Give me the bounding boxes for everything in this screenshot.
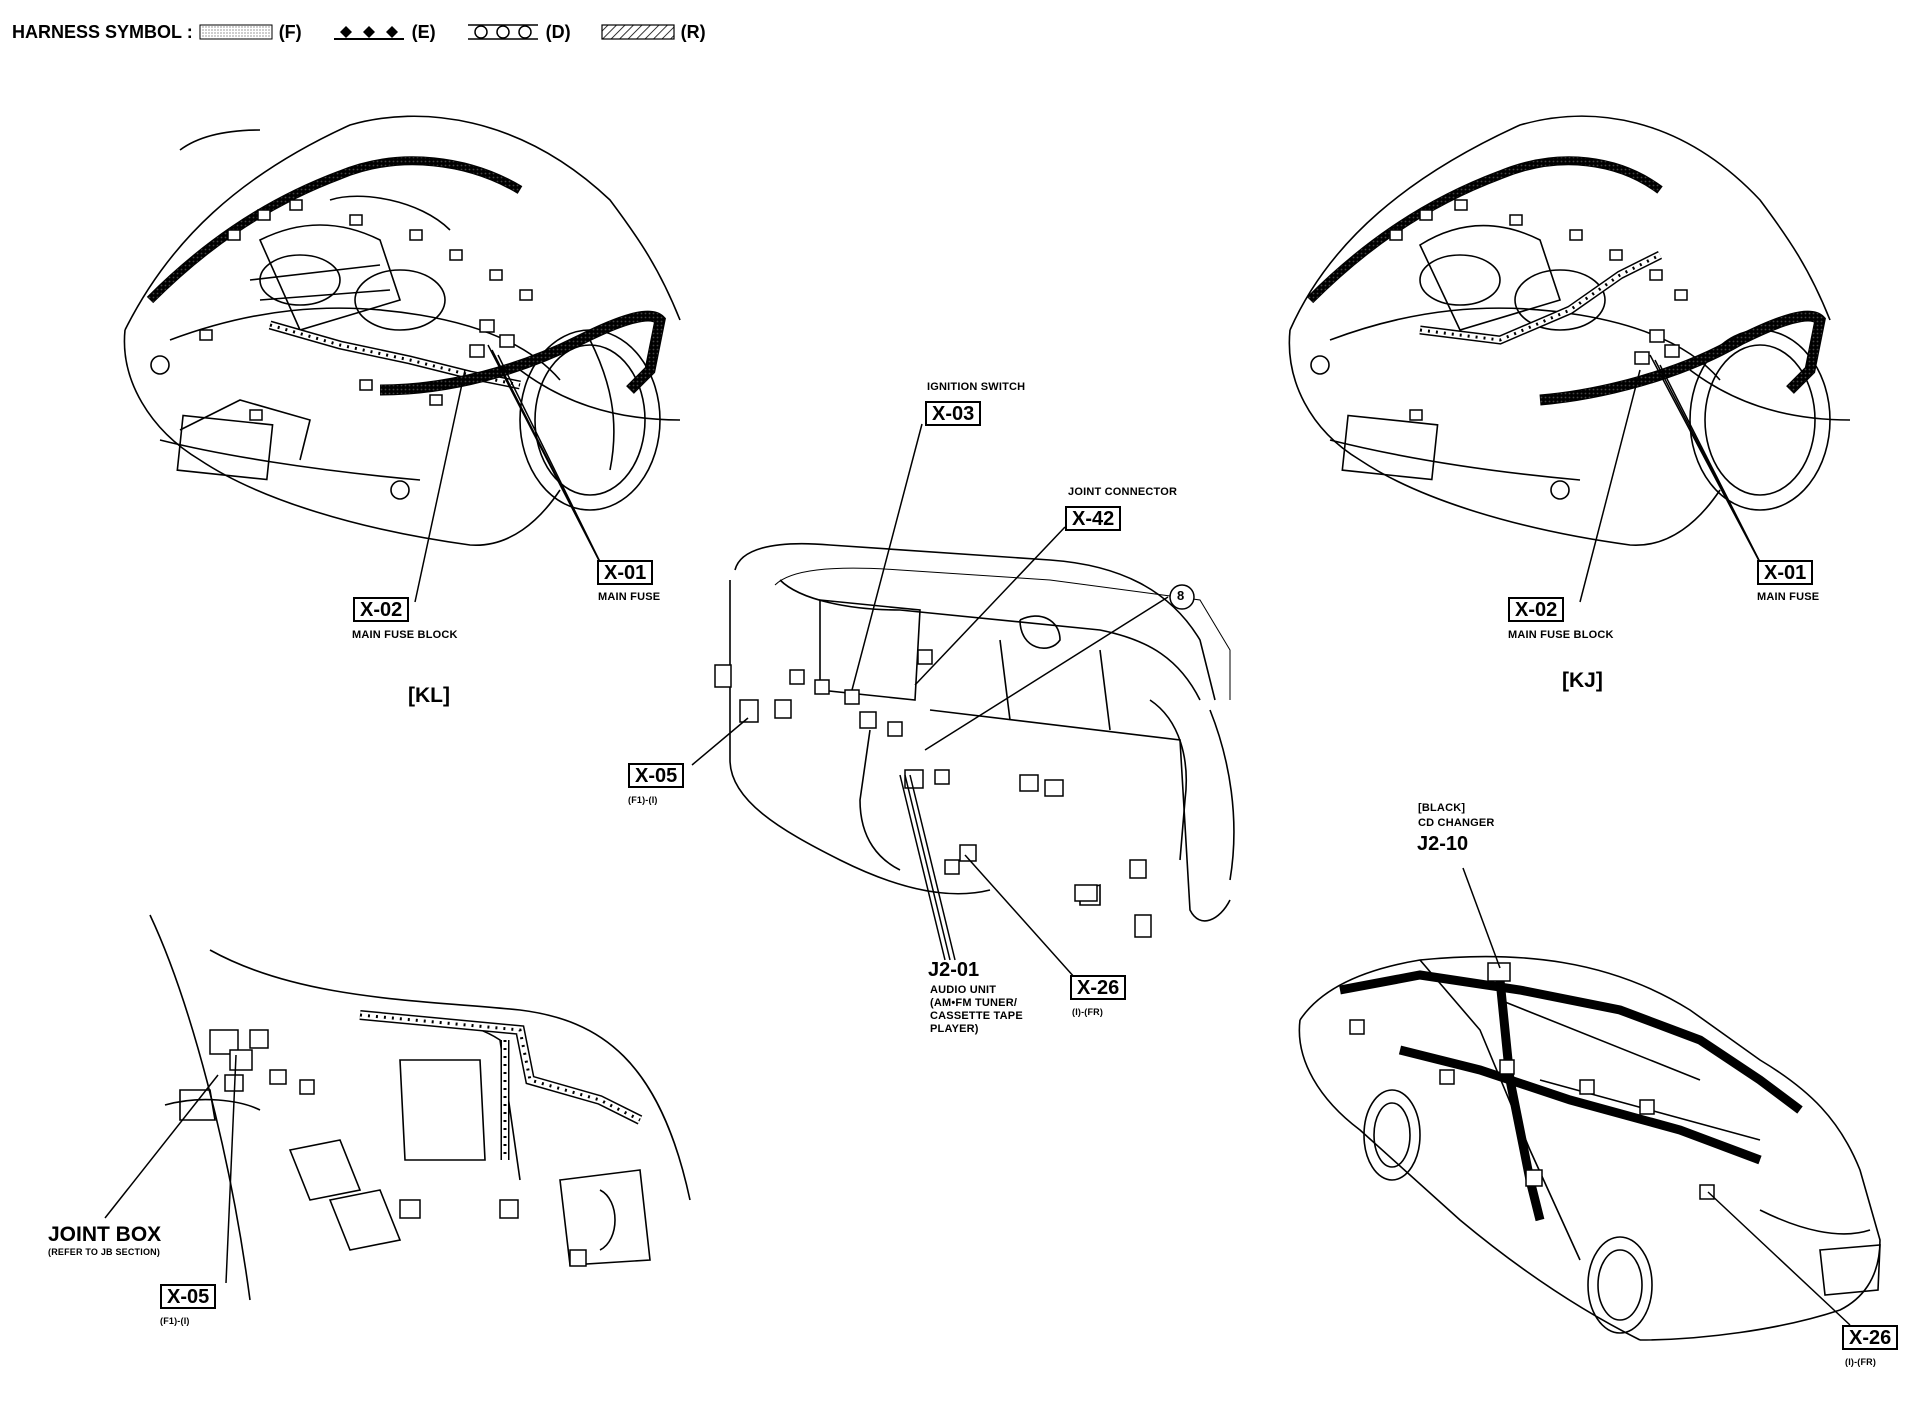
audio-unit-j201-desc: AUDIO UNIT (AM•FM TUNER/ CASSETTE TAPE P… [930, 984, 1023, 1035]
marker-number: 8 [1177, 588, 1185, 603]
joint-box-note: (REFER TO JB SECTION) [48, 1247, 161, 1257]
dash-x05-sub: (F1)-(I) [628, 795, 658, 805]
interior-leader-lines [104, 1054, 237, 1284]
kj-x02-label: MAIN FUSE BLOCK [1508, 629, 1614, 641]
ignition-switch-title: IGNITION SWITCH [927, 381, 1026, 393]
joint-connector-x42-box: X-42 [1065, 506, 1122, 531]
dash-x05-box: X-05 [628, 763, 685, 788]
kl-engine-bay-drawing [123, 115, 681, 546]
kl-leader-lines [414, 344, 606, 603]
kl-x01-label: MAIN FUSE [598, 591, 661, 603]
kj-x02-box: X-02 [1508, 597, 1565, 622]
legend-symbol-f [199, 23, 273, 41]
audio-unit-j201-id: J2-01 [928, 959, 980, 981]
ignition-switch-x03-box: X-03 [925, 401, 982, 426]
cd-changer-j210-id: J2-10 [1417, 833, 1469, 855]
legend-code-e: (E) [411, 21, 436, 42]
kj-leader-lines [1579, 354, 1766, 603]
legend-symbol-r [601, 23, 675, 41]
car-body-drawing [1298, 955, 1881, 1341]
kl-x02-box: X-02 [353, 597, 410, 622]
kl-x02-label: MAIN FUSE BLOCK [352, 629, 458, 641]
dash-x26-sub: (I)-(FR) [1072, 1007, 1104, 1017]
body-x26-box: X-26 [1842, 1325, 1899, 1350]
dash-x26-box: X-26 [1070, 975, 1127, 1000]
dashboard-leader-lines [691, 423, 1169, 979]
harness-legend: HARNESS SYMBOL : (F) (E) (D) (R) [12, 20, 730, 44]
cd-changer-color: [BLACK] [1418, 802, 1466, 814]
joint-connector-title: JOINT CONNECTOR [1068, 486, 1178, 498]
kj-variant-tag: [KJ] [1562, 669, 1603, 692]
legend-symbol-e [332, 23, 406, 41]
kl-variant-tag: [KL] [408, 684, 450, 707]
dashboard-connectors [714, 649, 1152, 938]
dashboard-drawing [729, 542, 1235, 922]
legend-code-d: (D) [545, 21, 571, 42]
legend-code-f: (F) [278, 21, 302, 42]
kl-connectors [199, 199, 533, 421]
legend-code-r: (R) [680, 21, 706, 42]
legend-symbol-d [466, 23, 540, 41]
kj-connectors [1389, 199, 1688, 421]
marker-circle [1169, 584, 1195, 610]
interior-x05-box: X-05 [160, 1284, 217, 1309]
cd-changer-title: CD CHANGER [1418, 817, 1495, 829]
car-connectors [1349, 962, 1715, 1200]
joint-box-title: JOINT BOX [48, 1223, 162, 1246]
legend-title: HARNESS SYMBOL : [12, 21, 193, 42]
kl-x01-box: X-01 [597, 560, 654, 585]
car-leader-lines [1462, 867, 1851, 1326]
kj-x01-box: X-01 [1757, 560, 1814, 585]
interior-connectors [209, 1029, 587, 1267]
interior-x05-sub: (F1)-(I) [160, 1316, 190, 1326]
kj-x01-label: MAIN FUSE [1757, 591, 1820, 603]
body-x26-sub: (I)-(FR) [1845, 1357, 1877, 1367]
kj-engine-bay-drawing [1288, 115, 1851, 546]
